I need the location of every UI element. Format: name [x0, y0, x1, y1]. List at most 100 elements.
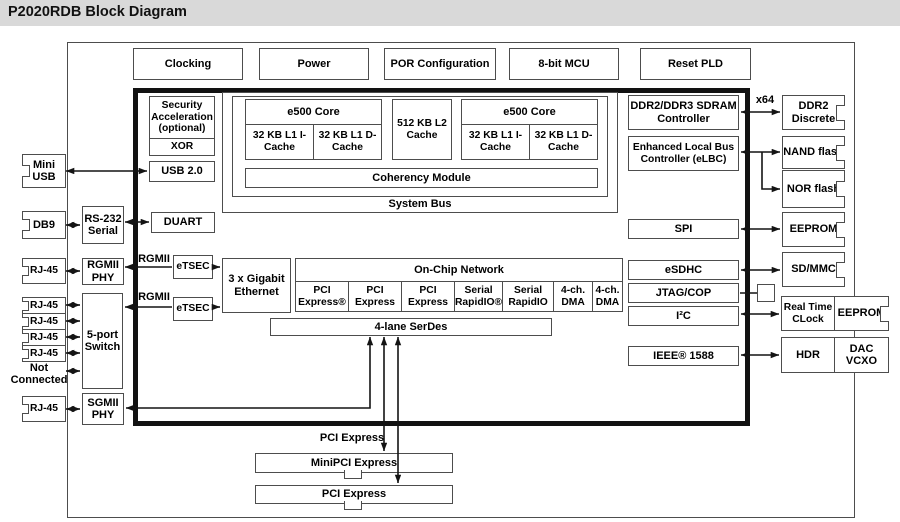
rj45-label: RJ-45	[29, 347, 59, 359]
connector-eeprom: EEPROM	[782, 212, 846, 247]
box-power-label: Power	[297, 57, 331, 70]
box-l1-icache-2: 32 KB L1 I-Cache	[462, 125, 530, 159]
e500-core-1-caches: 32 KB L1 I-Cache 32 KB L1 D-Cache	[246, 125, 381, 159]
box-rtc-eeprom-pair: Real Time CLock EEPROM	[781, 296, 890, 331]
cell-pci-express-2: PCI Express	[349, 282, 402, 311]
serdes-label: 4-lane SerDes	[374, 320, 448, 333]
cell-serial-rapidio-2: Serial RapidIO	[503, 282, 555, 311]
spi-label: SPI	[674, 222, 693, 235]
etsec-2-label: eTSEC	[176, 303, 210, 315]
connector-notch	[21, 300, 29, 311]
i2c-label: I²C	[676, 309, 691, 322]
connector-rj45: RJ-45	[21, 297, 66, 314]
sd-mmc-label: SD/MMC	[791, 263, 836, 276]
jtag-header-square	[757, 284, 775, 302]
ddr2-discrete-label: DDR2 Discrete	[791, 100, 836, 125]
connector-ddr2-discrete: DDR2 Discrete	[782, 95, 846, 130]
ddr-controller-label: DDR2/DDR3 SDRAM Controller	[630, 100, 737, 125]
box-power: Power	[259, 48, 369, 80]
box-clocking-label: Clocking	[164, 57, 212, 70]
box-reset-pld: Reset PLD	[640, 48, 751, 80]
connector-rj45: RJ-45	[21, 258, 66, 284]
box-i2c: I²C	[628, 306, 739, 326]
rgmii-phy-label: RGMII PHY	[87, 259, 119, 284]
box-jtag-cop: JTAG/COP	[628, 283, 739, 303]
connector-notch	[836, 144, 846, 161]
connector-notch	[836, 104, 846, 121]
connector-notch	[836, 181, 846, 197]
box-l1-dcache-2: 32 KB L1 D-Cache	[534, 130, 593, 153]
connector-rj45: RJ-45	[21, 313, 66, 330]
box-e500-core-2: e500 Core 32 KB L1 I-Cache 32 KB L1 D-Ca…	[461, 99, 598, 160]
connector-notch	[836, 261, 846, 278]
cell-pci-express-3: PCI Express	[402, 282, 455, 311]
eeprom-label: EEPROM	[789, 223, 838, 236]
elbc-label: Enhanced Local Bus Controller (eLBC)	[632, 141, 735, 165]
box-l1-icache-1: 32 KB L1 I-Cache	[246, 125, 314, 159]
x64-bus-label: x64	[755, 94, 775, 106]
connector-nor-flash: NOR flash	[782, 170, 846, 208]
usb20-label: USB 2.0	[161, 165, 203, 178]
gigabit-ethernet-label: 3 x Gigabit Ethernet	[228, 273, 285, 298]
e500-core-1-label: e500 Core	[246, 100, 381, 125]
e500-core-2-label: e500 Core	[462, 100, 597, 125]
pci-express-label: PCI Express	[321, 488, 387, 501]
pci-express-bus-label: PCI Express	[319, 432, 385, 444]
connector-notch	[21, 219, 30, 231]
title-bar	[0, 0, 900, 26]
box-rs232-serial: RS-232 Serial	[82, 206, 124, 244]
box-esdhc: eSDHC	[628, 260, 739, 280]
duart-label: DUART	[163, 216, 203, 229]
box-sgmii-phy: SGMII PHY	[82, 393, 124, 425]
box-usb20: USB 2.0	[149, 161, 215, 182]
sgmii-phy-label: SGMII PHY	[87, 396, 119, 421]
l2-cache-label: 512 KB L2 Cache	[397, 117, 447, 141]
rj45-label: RJ-45	[29, 315, 59, 327]
connector-minipci-express: MiniPCI Express	[255, 453, 453, 479]
connector-db9: DB9	[21, 211, 66, 239]
box-real-time-clock: Real Time CLock	[782, 297, 835, 330]
box-security-acceleration: Security Acceleration (optional) XOR	[149, 96, 215, 156]
connector-notch	[21, 266, 29, 276]
nor-flash-label: NOR flash	[786, 182, 841, 195]
connector-notch	[21, 316, 29, 327]
connector-rj45: RJ-45	[21, 345, 66, 362]
on-chip-network-label: On-Chip Network	[414, 263, 504, 276]
box-on-chip-network: On-Chip Network PCI Express® PCI Express…	[295, 258, 623, 312]
ieee-1588-label: IEEE® 1588	[653, 349, 714, 362]
connector-notch	[836, 221, 846, 238]
box-reset-pld-label: Reset PLD	[667, 57, 724, 70]
box-etsec-2: eTSEC	[173, 297, 213, 321]
connector-key-notch	[344, 500, 362, 510]
box-ddr-controller: DDR2/DDR3 SDRAM Controller	[628, 95, 739, 130]
jtag-cop-label: JTAG/COP	[655, 286, 712, 299]
cell-dma-1: 4-ch. DMA	[554, 282, 594, 311]
box-hdr-dac-pair: HDR DAC VCXO	[781, 337, 889, 373]
box-elbc: Enhanced Local Bus Controller (eLBC)	[628, 136, 739, 171]
coherency-label: Coherency Module	[372, 171, 471, 184]
box-eeprom-2: EEPROM	[837, 307, 886, 320]
box-por-label: POR Configuration	[390, 57, 490, 70]
system-bus-label: System Bus	[388, 197, 452, 210]
minipci-express-label: MiniPCI Express	[310, 456, 398, 469]
soc-outline	[133, 88, 750, 426]
box-8bit-mcu: 8-bit MCU	[509, 48, 619, 80]
connector-notch	[21, 332, 29, 343]
box-dac-vcxo: DAC VCXO	[845, 342, 878, 367]
box-e500-core-1: e500 Core 32 KB L1 I-Cache 32 KB L1 D-Ca…	[245, 99, 382, 160]
rgmii-bus-label-2: RGMII	[138, 291, 170, 303]
etsec-1-label: eTSEC	[176, 261, 210, 273]
on-chip-network-cells: PCI Express® PCI Express PCI Express Ser…	[296, 281, 622, 311]
rgmii-bus-label-1: RGMII	[138, 253, 170, 265]
connector-mini-usb: Mini USB	[21, 154, 66, 188]
db9-label: DB9	[32, 218, 55, 231]
security-label: Security Acceleration (optional)	[151, 100, 213, 135]
box-l1-dcache-1: 32 KB L1 D-Cache	[318, 130, 377, 153]
box-5port-switch: 5-port Switch	[82, 293, 123, 389]
e500-core-2-caches: 32 KB L1 I-Cache 32 KB L1 D-Cache	[462, 125, 597, 159]
box-duart: DUART	[151, 212, 215, 233]
rj45-label: RJ-45	[29, 299, 59, 311]
connector-pci-express: PCI Express	[255, 485, 453, 510]
connector-sd-mmc: SD/MMC	[782, 252, 846, 287]
box-serdes: 4-lane SerDes	[270, 318, 552, 336]
